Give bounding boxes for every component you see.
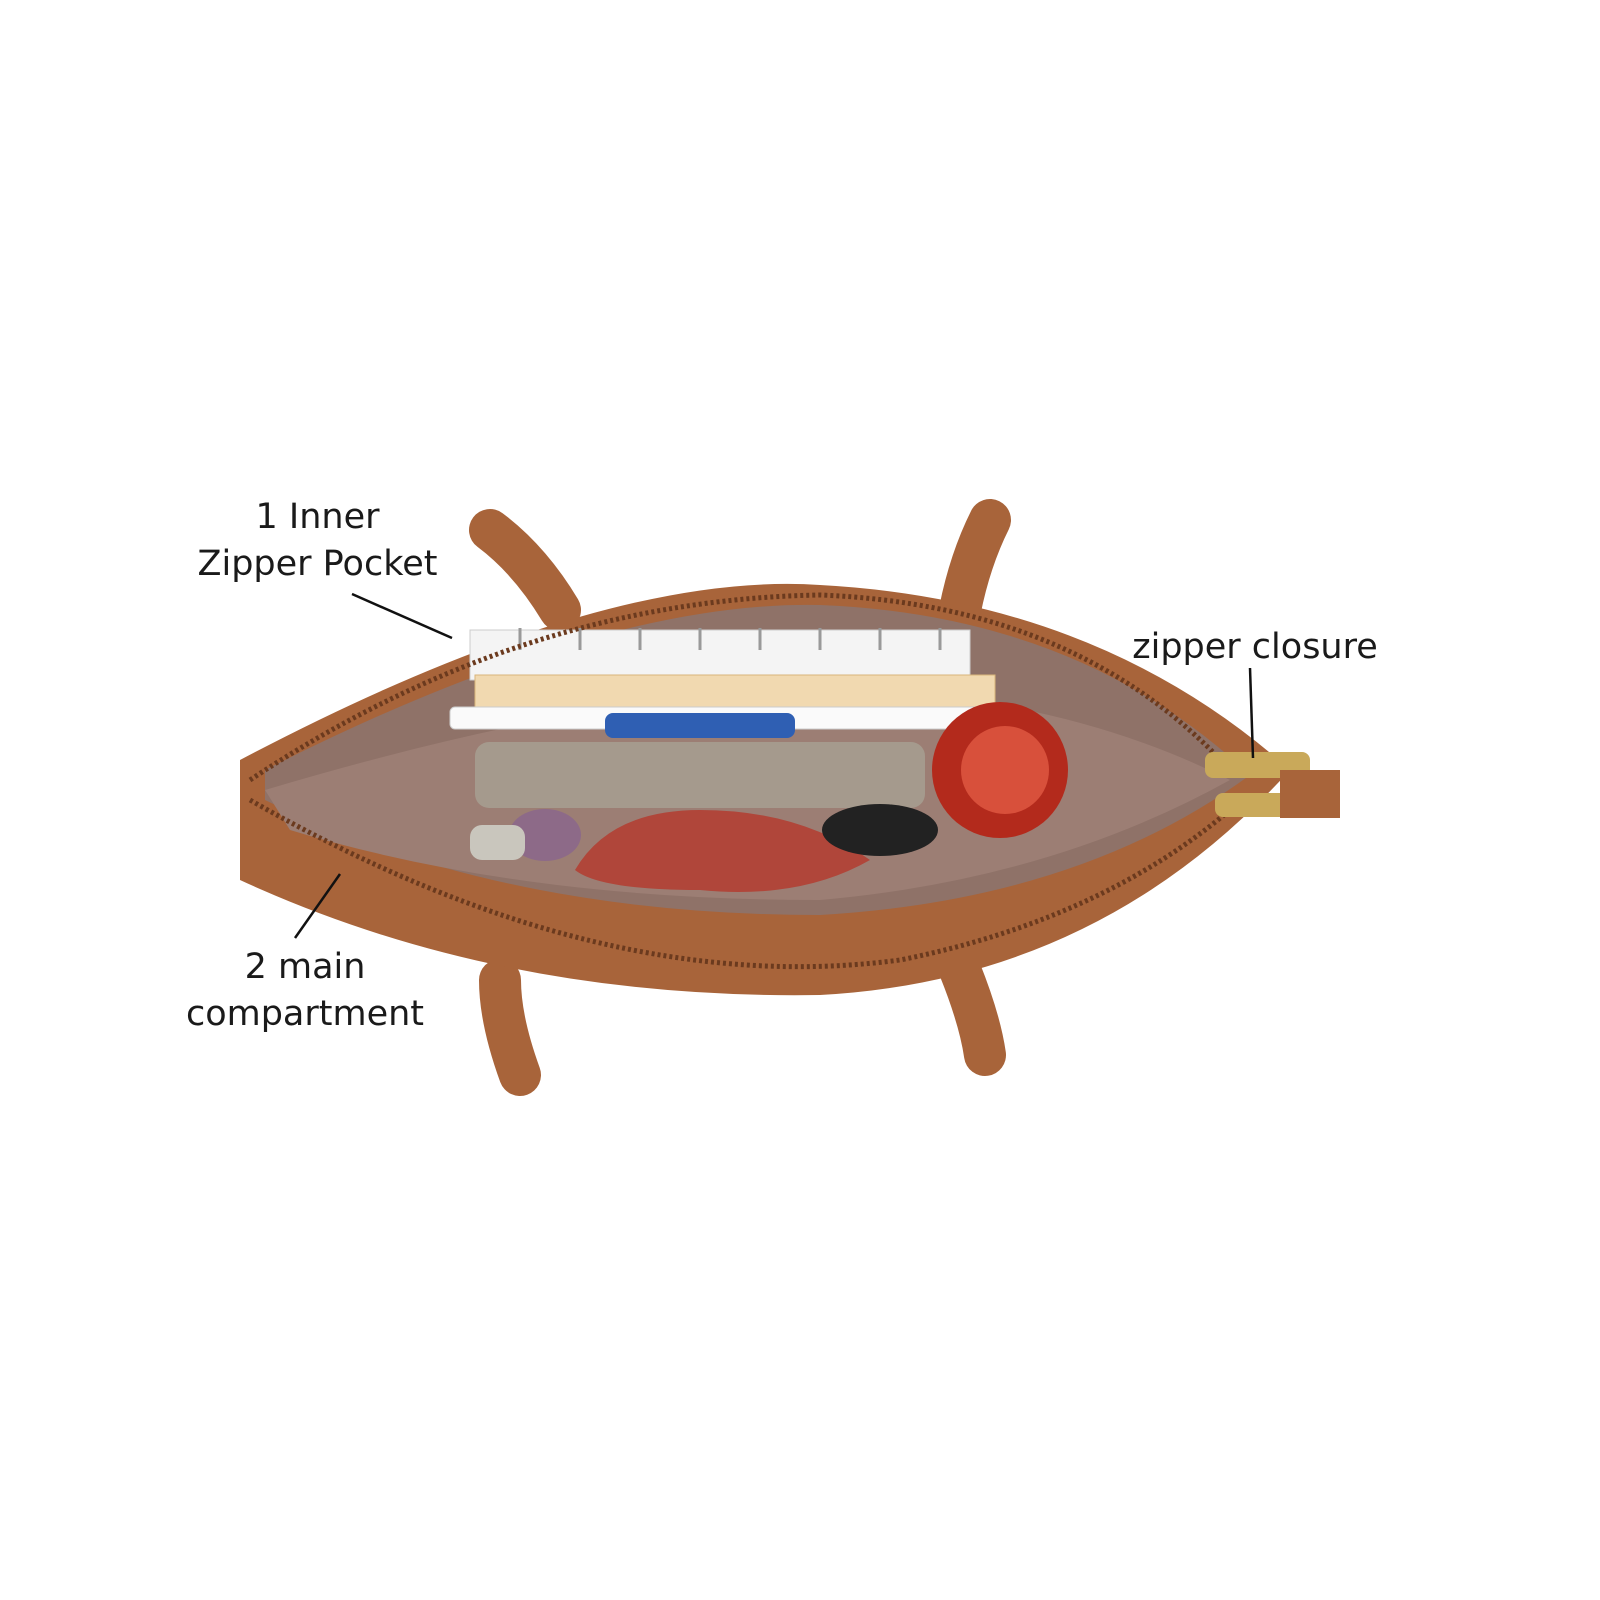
inner-zipper-pocket-label: 1 Inner Zipper Pocket (195, 494, 440, 588)
floral-notebook (474, 674, 996, 708)
label-line: compartment (185, 994, 425, 1034)
side-strap (1280, 770, 1340, 818)
zipper-track (248, 797, 1232, 970)
sunglasses (575, 810, 870, 892)
zipper-closure-label: zipper closure (1130, 624, 1380, 671)
compact (822, 804, 938, 856)
label-line: 2 main (244, 947, 366, 987)
zipper-pulls (1205, 752, 1310, 817)
notebook (469, 629, 971, 681)
wallet (475, 742, 925, 808)
label-line: Zipper Pocket (197, 544, 438, 584)
phone (605, 713, 795, 738)
main-compartment-label: 2 main compartment (185, 944, 425, 1038)
top-handles (469, 499, 1011, 631)
bottom-handles (479, 949, 1006, 1096)
label-line: zipper closure (1132, 627, 1378, 667)
nail-polish (509, 809, 581, 861)
leader-lines (293, 592, 1255, 939)
label-line: 1 Inner (255, 497, 380, 537)
